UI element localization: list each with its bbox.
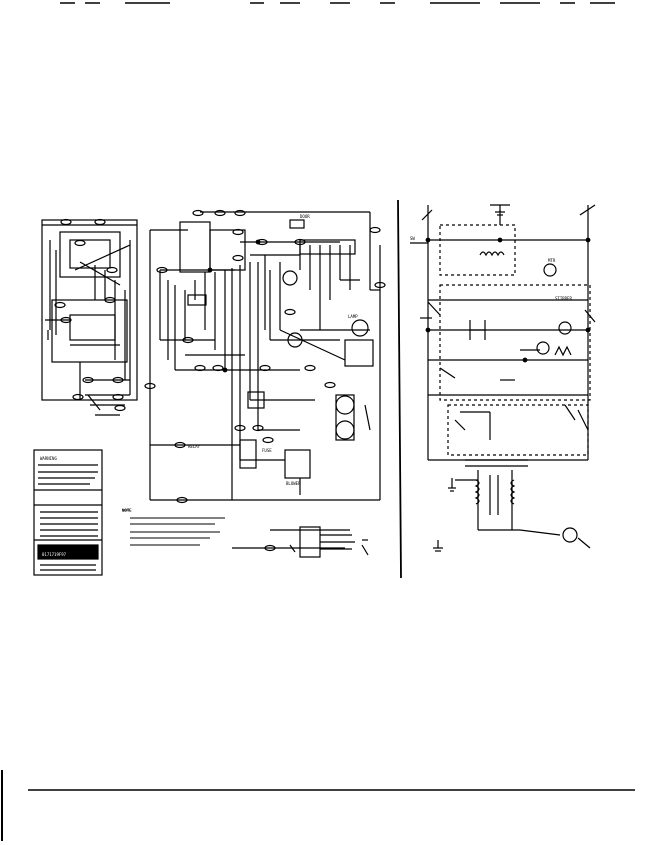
note-label: NOTE — [122, 508, 132, 513]
blower-label: BLOWER — [286, 481, 301, 486]
fuse-label: FUSE — [262, 448, 272, 453]
transformer — [433, 205, 591, 552]
relay-label: RELAY — [188, 444, 201, 449]
main-harness — [156, 209, 386, 552]
left-bus-wires — [144, 229, 380, 504]
diagram-strokes — [1, 2, 635, 841]
control-section — [41, 218, 138, 416]
lamp-label: LAMP — [348, 314, 358, 319]
stirrer-label: STIRRER — [555, 296, 572, 301]
printed-labels: WARNING 0171719F97 NOTE RELAY FUSE BLOWE… — [40, 214, 572, 557]
divider-line — [397, 199, 402, 579]
legend-box — [33, 449, 103, 576]
ladder-schematic — [410, 204, 596, 461]
note-lines — [122, 509, 225, 546]
legend-title: WARNING — [40, 456, 57, 461]
door-label: DOOR — [300, 214, 310, 219]
switch-label: SW — [410, 236, 415, 241]
power-cord — [232, 526, 369, 558]
legend-code: 0171719F97 — [42, 552, 67, 557]
motor-label: MTR — [548, 258, 556, 263]
